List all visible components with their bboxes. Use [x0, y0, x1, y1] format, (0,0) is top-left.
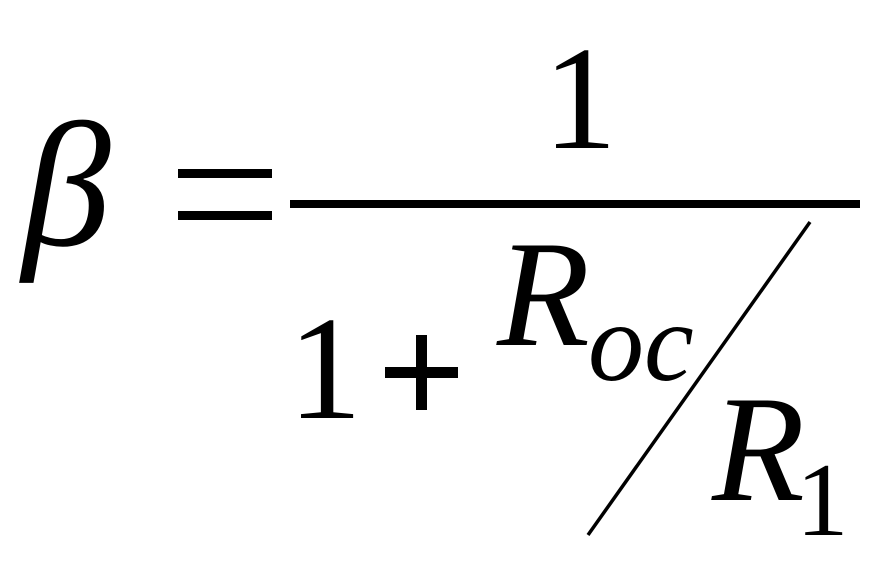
slash [586, 220, 812, 537]
denominator-one: 1 [288, 287, 362, 451]
r-1: R [711, 365, 805, 533]
fraction-bar [290, 200, 860, 208]
beta-symbol: β [19, 86, 111, 284]
plus-sign [385, 335, 458, 410]
r-oc: R [496, 210, 590, 378]
r-oc-subscript: oc [588, 281, 694, 405]
r-1-subscript: 1 [796, 441, 849, 558]
numerator: 1 [543, 17, 617, 181]
equals-sign [178, 169, 272, 220]
